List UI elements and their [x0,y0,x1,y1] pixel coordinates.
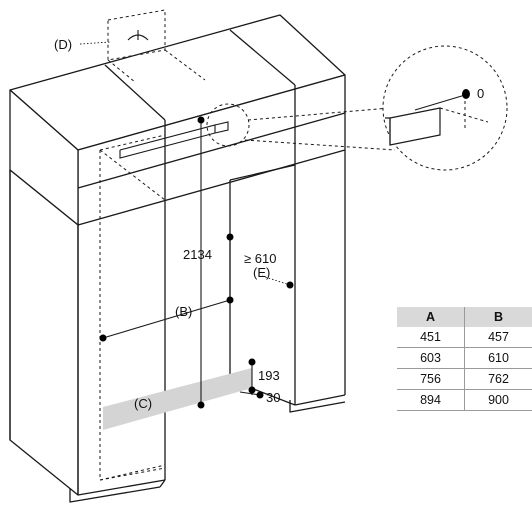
label-193: 193 [258,368,280,383]
table-cell: 900 [465,390,532,411]
label-c: (C) [134,396,152,411]
table-cell: 603 [397,348,465,369]
detail-magnifier [383,46,507,170]
table-header-a: A [397,307,465,327]
table-header-b: B [465,307,532,327]
dimension-table: A B 451 457 603 610 756 762 894 900 [397,307,532,411]
table-row: 894 900 [397,390,532,411]
table-cell: 894 [397,390,465,411]
table-cell: 610 [465,348,532,369]
label-min-depth: ≥ 610 [244,251,276,266]
label-d: (D) [54,37,72,52]
label-zero: 0 [477,86,484,101]
table-cell: 756 [397,369,465,390]
label-height-total: 2134 [183,247,212,262]
left-cabinet-side [10,170,78,495]
label-b: (B) [175,304,192,319]
table-row: 451 457 [397,327,532,348]
table-cell: 762 [465,369,532,390]
table-row: 603 610 [397,348,532,369]
table-cell: 451 [397,327,465,348]
label-e: (E) [253,265,270,280]
table-row: 756 762 [397,369,532,390]
zone-c-shade [103,368,252,430]
label-30: 30 [266,390,280,405]
table-cell: 457 [465,327,532,348]
